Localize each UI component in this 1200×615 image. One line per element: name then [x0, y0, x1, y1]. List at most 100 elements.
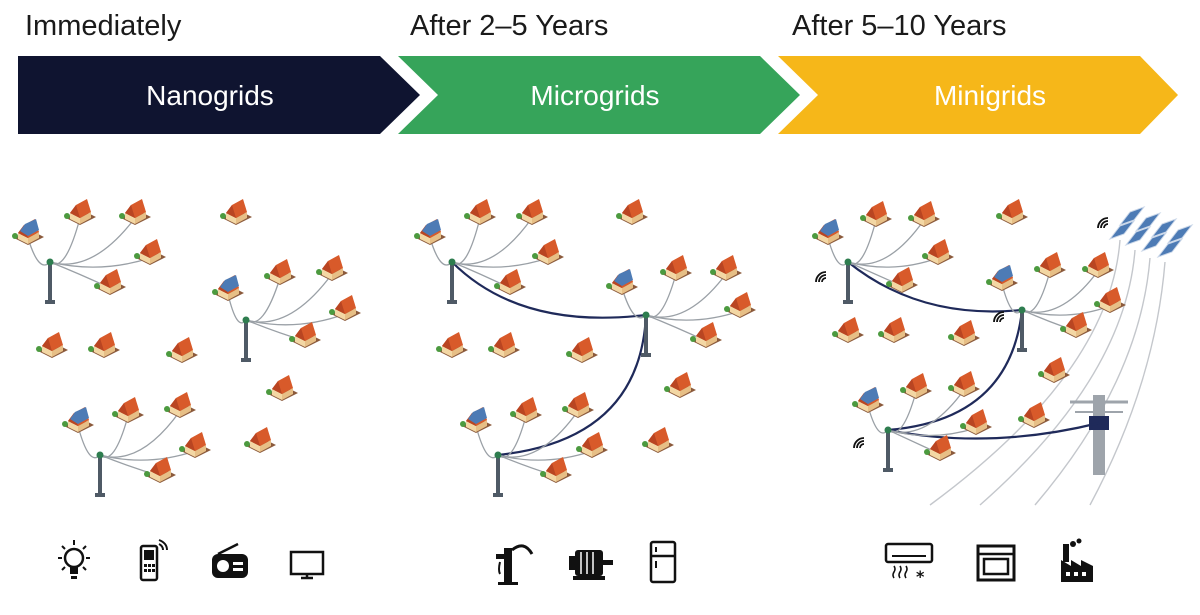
wireless-signal — [853, 437, 865, 449]
wireless-signal — [859, 443, 865, 449]
house — [1082, 252, 1114, 278]
house — [948, 371, 980, 397]
service-wire — [49, 217, 136, 265]
house — [832, 317, 864, 343]
wireless-signal — [815, 271, 827, 283]
house — [112, 397, 144, 423]
house — [710, 255, 742, 281]
house — [510, 397, 542, 423]
solar-array-panel — [1124, 225, 1152, 247]
solar-array-panel — [1108, 219, 1136, 241]
house — [642, 427, 674, 453]
transmission-line — [929, 239, 1121, 506]
service-wire — [49, 217, 81, 265]
solar-array-panel — [1118, 205, 1146, 227]
house — [562, 392, 594, 418]
radio-icon — [212, 542, 248, 578]
service-wire — [245, 273, 333, 323]
house — [266, 375, 298, 401]
wireless-signal — [993, 311, 1005, 323]
wireless-signal — [996, 314, 1005, 323]
refrigerator-icon — [649, 540, 677, 584]
house — [664, 372, 696, 398]
wireless-signal — [1100, 220, 1109, 229]
wireless-signal — [1103, 223, 1109, 229]
solar-house — [62, 407, 94, 433]
solar-house — [606, 269, 638, 295]
service-wire — [245, 277, 281, 323]
solar-house — [812, 219, 844, 245]
service-wire — [451, 257, 549, 268]
house — [64, 199, 96, 225]
solar-house — [212, 275, 244, 301]
interconnect-line — [451, 261, 647, 319]
water-pump-icon — [496, 544, 534, 585]
house — [164, 392, 196, 418]
house — [616, 199, 648, 225]
house — [690, 322, 722, 348]
house — [878, 317, 910, 343]
house — [144, 457, 176, 483]
house — [488, 332, 520, 358]
interconnect-line — [887, 309, 1024, 432]
grid-scene — [0, 199, 1194, 506]
phase-3-timing: After 5–10 Years — [792, 10, 1007, 42]
house — [860, 201, 892, 227]
transmission-line — [1089, 261, 1166, 506]
light-bulb-icon — [58, 540, 90, 579]
service-wire — [99, 410, 181, 458]
service-wire — [645, 273, 677, 318]
house — [660, 255, 692, 281]
house — [566, 337, 598, 363]
phase-banner — [18, 56, 1178, 134]
phase-2-timing: After 2–5 Years — [410, 10, 609, 42]
factory-icon — [1061, 538, 1093, 582]
house — [88, 332, 120, 358]
service-wire — [847, 257, 939, 268]
wireless-signal — [856, 440, 865, 449]
service-wire — [1021, 270, 1099, 313]
house — [540, 457, 572, 483]
wireless-signal — [1097, 217, 1109, 229]
service-wire — [645, 310, 741, 321]
solar-array-panel — [1166, 223, 1194, 245]
electric-motor-icon — [569, 550, 613, 580]
wireless-signal — [999, 317, 1005, 323]
wireless-signal — [821, 277, 827, 283]
solar-house — [852, 387, 884, 413]
service-wire — [49, 257, 151, 268]
house — [908, 201, 940, 227]
house — [1034, 252, 1066, 278]
house — [996, 199, 1028, 225]
wireless-signal — [818, 274, 827, 283]
microgrids-arrow — [398, 56, 800, 134]
interconnect-line — [497, 314, 648, 457]
svg-text:*: * — [916, 567, 925, 586]
house — [1038, 357, 1070, 383]
phase-1-timing: Immediately — [25, 10, 182, 42]
service-wire — [245, 313, 346, 326]
distribution-pole — [493, 451, 503, 497]
house — [1060, 312, 1092, 338]
transmission-tower — [1093, 395, 1105, 475]
solar-array-panel — [1156, 237, 1184, 259]
solar-array-panel — [1150, 217, 1178, 239]
house — [119, 199, 151, 225]
service-wire — [887, 389, 965, 433]
house — [244, 427, 276, 453]
solar-array-panel — [1140, 231, 1168, 253]
distribution-pole — [95, 451, 105, 497]
mobile-phone-icon — [139, 539, 168, 582]
nanogrids-label: Nanogrids — [146, 80, 274, 111]
solar-house — [460, 407, 492, 433]
microgrids-label: Microgrids — [530, 80, 660, 111]
minigrids-label: Minigrids — [933, 80, 1047, 111]
nanogrids-arrow — [18, 56, 420, 134]
distribution-pole — [45, 258, 55, 304]
service-wire — [451, 217, 481, 265]
service-wire — [497, 410, 579, 458]
solar-house — [12, 219, 44, 245]
transmission-line — [979, 249, 1136, 506]
service-wire — [99, 450, 196, 461]
solar-house — [414, 219, 446, 245]
